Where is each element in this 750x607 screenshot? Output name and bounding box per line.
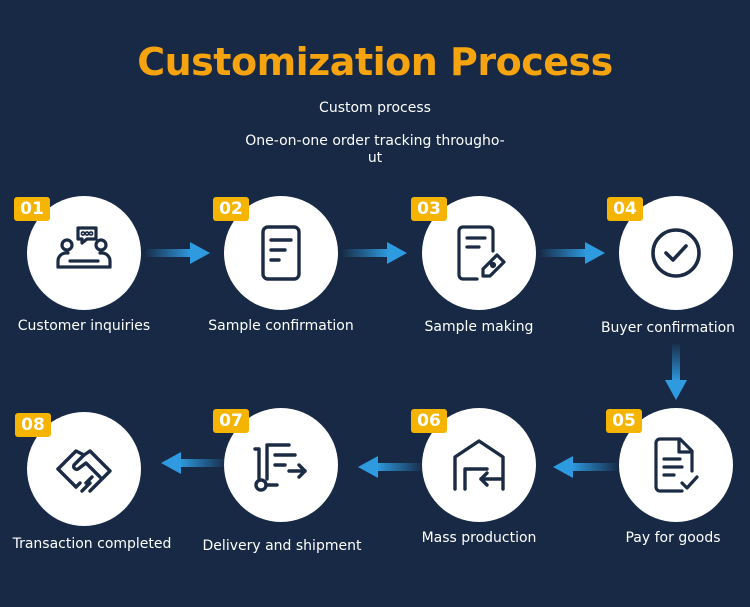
step-08-label: Transaction completed: [12, 536, 172, 552]
step-07-label: Delivery and shipment: [202, 538, 362, 554]
page-subtitle: Custom process: [319, 100, 431, 116]
arrow-right-01-02: [146, 242, 210, 264]
invoice-check-icon: [654, 437, 699, 493]
arrow-right-03-04: [541, 242, 605, 264]
arrow-right-02-03: [343, 242, 407, 264]
step-02-label: Sample confirmation: [208, 318, 354, 334]
step-07-number: 07: [213, 409, 249, 433]
step-03-number: 03: [411, 197, 447, 221]
page-tagline: One-on-one order tracking througho-ut: [245, 133, 505, 166]
step-06-number: 06: [411, 409, 447, 433]
arrow-down-04-05: [665, 344, 687, 400]
step-01-number: 01: [14, 197, 50, 221]
step-08-number: 08: [15, 413, 51, 437]
step-03-label: Sample making: [424, 319, 534, 335]
step-02-number: 02: [213, 197, 249, 221]
step-05-number: 05: [606, 409, 642, 433]
check-circle-icon: [651, 228, 701, 278]
edit-document-icon: [457, 225, 506, 281]
step-04-number: 04: [607, 197, 643, 221]
warehouse-icon: [453, 439, 505, 491]
arrow-left-07-08: [161, 452, 225, 474]
step-05-label: Pay for goods: [625, 530, 721, 546]
handshake-icon: [56, 449, 112, 493]
meeting-icon: [56, 226, 112, 269]
arrow-left-05-06: [553, 456, 617, 478]
arrow-left-06-07: [358, 456, 422, 478]
page-title: Customization Process: [137, 40, 613, 84]
document-icon: [261, 225, 301, 281]
step-01-label: Customer inquiries: [17, 318, 151, 334]
delivery-cart-icon: [253, 443, 307, 492]
step-04-label: Buyer confirmation: [600, 320, 736, 336]
step-06-label: Mass production: [421, 530, 537, 546]
